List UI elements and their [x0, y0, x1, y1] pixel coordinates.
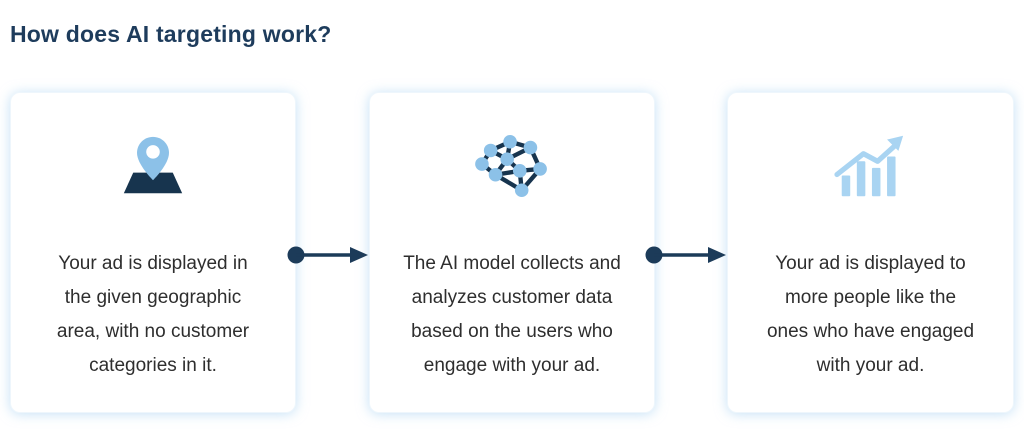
step-text-line: Your ad is displayed in	[58, 253, 248, 274]
step-text-line: engage with your ad.	[423, 355, 601, 376]
step-text: The AI model collects and analyzes custo…	[403, 247, 621, 383]
step-text-line: with your ad.	[816, 355, 925, 376]
step-text-line: analyzes customer data	[411, 287, 613, 308]
step-text: Your ad is displayed to more people like…	[767, 247, 974, 383]
step-text-line: Your ad is displayed to	[775, 253, 966, 274]
step-card-lookalike-audience: Your ad is displayed to more people like…	[727, 92, 1014, 413]
step-text-line: more people like the	[784, 287, 957, 308]
growth-chart-icon	[832, 133, 910, 199]
step-card-ai-model: The AI model collects and analyzes custo…	[369, 92, 655, 413]
page-title: How does AI targeting work?	[10, 21, 332, 47]
step-text: Your ad is displayed in the given geogra…	[57, 247, 249, 383]
flow-arrow	[645, 246, 726, 264]
step-text-line: ones who have engaged	[766, 321, 975, 342]
neural-network-icon	[473, 133, 551, 199]
step-text-line: categories in it.	[89, 355, 217, 376]
flow-arrow	[287, 246, 368, 264]
step-text-line: based on the users who	[411, 321, 613, 342]
step-card-geographic-area: Your ad is displayed in the given geogra…	[10, 92, 296, 413]
step-text-line: The AI model collects and	[403, 253, 621, 274]
step-text-line: area, with no customer	[56, 321, 250, 342]
step-text-line: the given geographic	[64, 287, 242, 308]
map-pin-icon	[121, 133, 185, 199]
